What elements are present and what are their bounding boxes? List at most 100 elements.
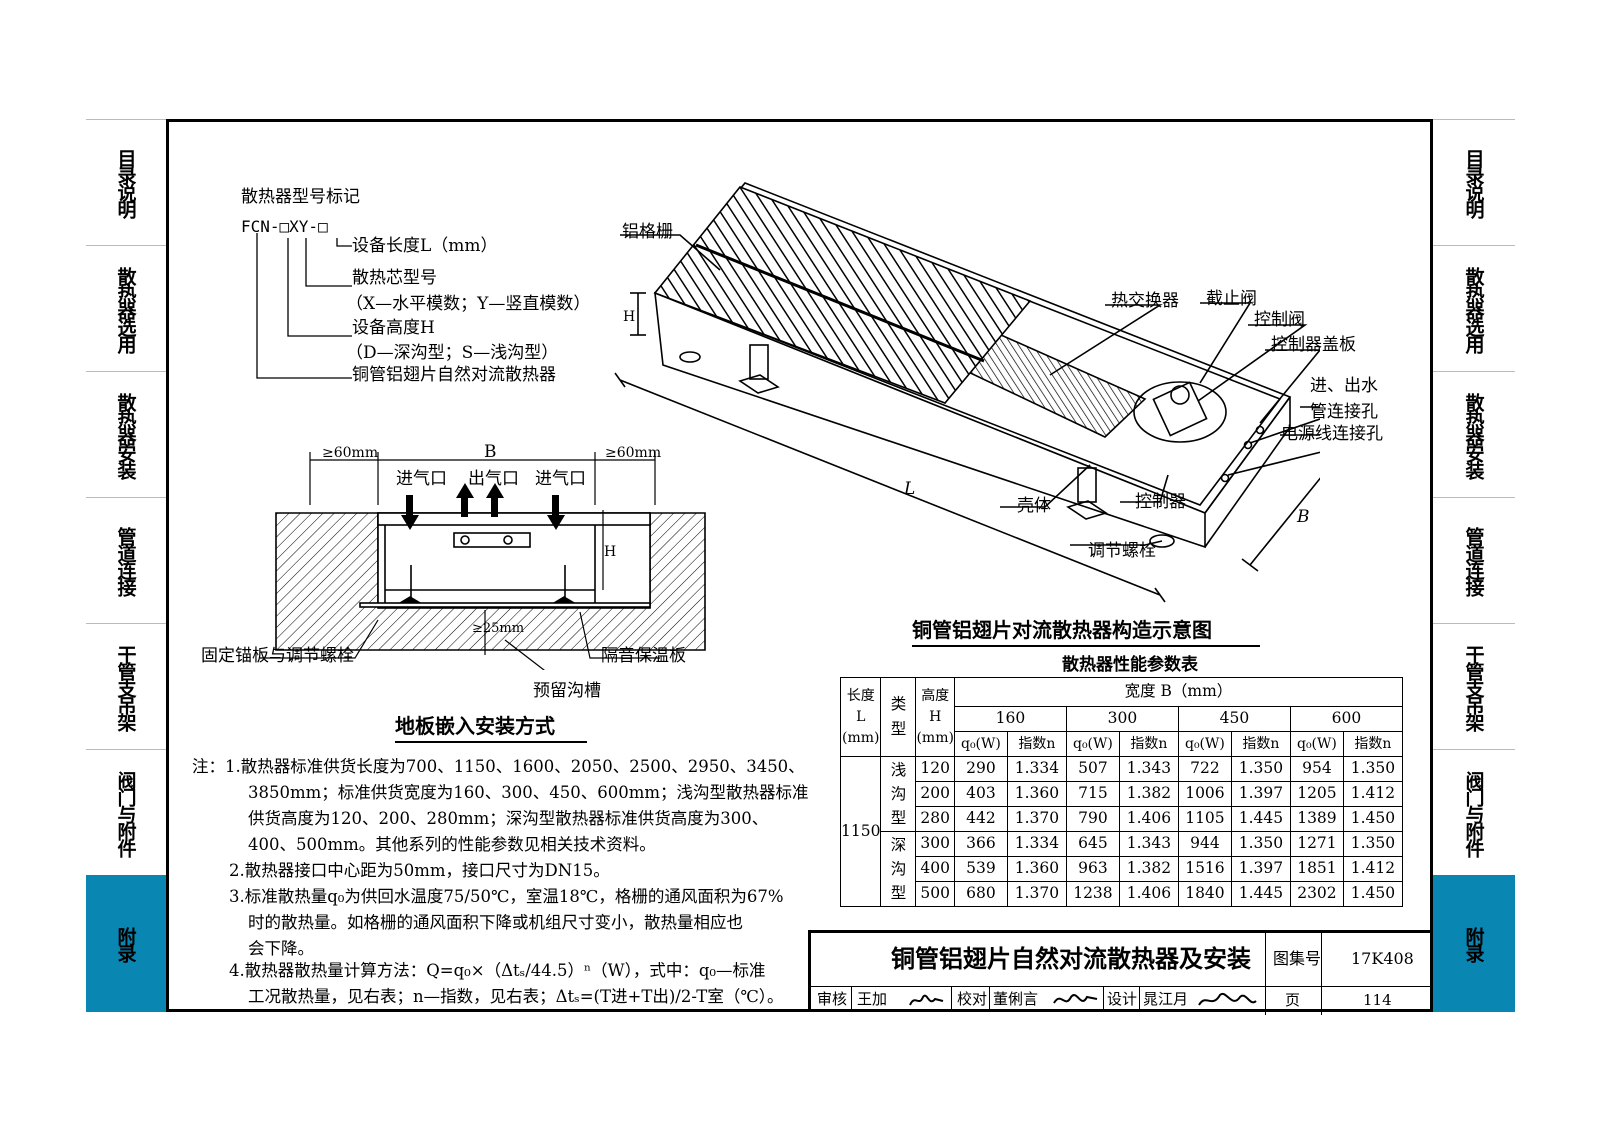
note-line: 2.散热器接口中心距为50mm，接口尺寸为DN15。 <box>229 861 610 880</box>
tab-supports-right[interactable]: 干管支吊架 <box>1433 623 1515 750</box>
right-tab-strip: 目录说明 散热器选用 散热器安装 管道连接 干管支吊架 阀门与附件 附录 <box>1433 119 1515 1012</box>
cell-length: 1150 <box>839 756 882 907</box>
cell-value: 954 <box>1289 756 1344 782</box>
label-power-hole: 电源线连接孔 <box>1281 424 1383 444</box>
note-line: 4.散热器散热量计算方法：Q=q₀×（Δtₛ/44.5）ⁿ（W），式中：q₀—标… <box>229 961 766 980</box>
drawing-title: 铜管铝翅片自然对流散热器及安装 <box>891 945 1251 973</box>
tab-valves[interactable]: 阀门与附件 <box>86 749 166 876</box>
signature-cell-dividers <box>811 987 1265 1012</box>
note-line: 3.标准散热量q₀为供回水温度75/50℃，室温18℃，格栅的通风面积为67% <box>229 887 784 906</box>
label-h-section: H <box>604 544 617 560</box>
cell-height: 120 <box>915 756 955 782</box>
tab-installation-right[interactable]: 散热器安装 <box>1433 371 1515 498</box>
tab-selection[interactable]: 散热器选用 <box>86 245 166 372</box>
cell-value: 1.382 <box>1118 856 1179 882</box>
tab-installation[interactable]: 散热器安装 <box>86 371 166 498</box>
cell-value: 290 <box>953 756 1008 782</box>
check-label: 校对 <box>957 990 988 1008</box>
reviewer-name: 王加 <box>857 990 888 1008</box>
cell-value: 680 <box>953 881 1008 907</box>
tab-piping-right[interactable]: 管道连接 <box>1433 497 1515 624</box>
tab-supports[interactable]: 干管支吊架 <box>86 623 166 750</box>
label-controller: 控制器 <box>1135 492 1186 512</box>
note-line: 会下降。 <box>248 939 314 958</box>
tab-appendix-right[interactable]: 附录 <box>1433 875 1515 1012</box>
title-block-bottom-cells: 审核 王加 校对 董俐言 设计 晁江月 <box>811 987 1265 1012</box>
header-q0: q₀(W) <box>1065 731 1120 757</box>
cell-height: 200 <box>915 781 955 807</box>
cell-height: 500 <box>915 881 955 907</box>
label-l-iso: L <box>904 479 916 499</box>
label-h-iso: H <box>623 309 636 325</box>
header-q0: q₀(W) <box>953 731 1008 757</box>
cell-value: 1.360 <box>1006 781 1067 807</box>
tab-piping[interactable]: 管道连接 <box>86 497 166 624</box>
cell-value: 1.412 <box>1342 781 1403 807</box>
cell-value: 722 <box>1177 756 1232 782</box>
header-type: 类型 <box>880 677 917 757</box>
note-line: 时的散热量。如格栅的通风面积下降或机组尺寸变小，散热量相应也 <box>248 913 743 932</box>
note-line: 注：1.散热器标准供货长度为700、1150、1600、2050、2500、29… <box>192 757 805 776</box>
header-n: 指数n <box>1342 731 1403 757</box>
model-code-line-product: 铜管铝翅片自然对流散热器 <box>352 365 556 385</box>
cell-value: 944 <box>1177 831 1232 857</box>
designer-signature <box>1198 992 1257 1006</box>
note-line: 工况散热量，见右表；n—指数，见右表；Δtₛ=(T进+T出)/2-T室（℃）。 <box>248 987 784 1006</box>
section-caption: 地板嵌入安装方式 <box>395 714 555 738</box>
label-inlet-right: 进气口 <box>535 469 586 489</box>
cell-value: 1.406 <box>1118 881 1179 907</box>
label-controller-cover: 控制器盖板 <box>1271 335 1356 355</box>
cell-value: 442 <box>953 806 1008 832</box>
tab-valves-right[interactable]: 阀门与附件 <box>1433 749 1515 876</box>
cell-value: 1105 <box>1177 806 1232 832</box>
cell-value: 1.350 <box>1230 831 1291 857</box>
cell-value: 963 <box>1065 856 1120 882</box>
label-heat-exchanger: 热交换器 <box>1111 291 1179 311</box>
cell-value: 507 <box>1065 756 1120 782</box>
label-stop-valve: 截止阀 <box>1206 289 1257 309</box>
cell-value: 1840 <box>1177 881 1232 907</box>
label-anchor: 固定锚板与调节螺栓 <box>201 646 354 666</box>
label-adjust-bolt: 调节螺栓 <box>1088 541 1156 561</box>
label-inlet-left: 进气口 <box>396 469 447 489</box>
tab-selection-right[interactable]: 散热器选用 <box>1433 245 1515 372</box>
header-width-160: 160 <box>953 706 1067 732</box>
drawing-frame <box>166 119 1433 1012</box>
cell-value: 1.370 <box>1006 881 1067 907</box>
table-title: 散热器性能参数表 <box>1062 655 1198 675</box>
cell-value: 1.406 <box>1118 806 1179 832</box>
cell-value: 1.350 <box>1230 756 1291 782</box>
tab-catalog-right[interactable]: 目录说明 <box>1433 119 1515 246</box>
checker-signature <box>1053 994 1098 1004</box>
cell-value: 539 <box>953 856 1008 882</box>
label-outlet: 出气口 <box>468 469 519 489</box>
floor-section-drawing <box>260 452 706 670</box>
model-code-line-height: 设备高度H <box>352 318 435 338</box>
header-q0: q₀(W) <box>1289 731 1344 757</box>
model-code: FCN-□XY-□ <box>241 217 328 236</box>
label-gap-left: ≥60mm <box>322 445 379 461</box>
cell-height: 300 <box>915 831 955 857</box>
note-line: 400、500mm。其他系列的性能参数见相关技术资料。 <box>248 835 656 854</box>
left-tab-strip: 目录说明 散热器选用 散热器安装 管道连接 干管支吊架 阀门与附件 附录 <box>86 119 166 1012</box>
title-block-col-divider <box>1265 933 1266 1015</box>
cell-value: 1.370 <box>1006 806 1067 832</box>
isometric-radiator-drawing <box>614 182 1320 603</box>
designer-name: 晁江月 <box>1143 990 1189 1008</box>
header-width-600: 600 <box>1289 706 1403 732</box>
tab-catalog[interactable]: 目录说明 <box>86 119 166 246</box>
title-block: 铜管铝翅片自然对流散热器及安装 图集号 17K408 审核 王加 校对 董俐言 … <box>808 930 1433 1015</box>
reviewer-signature <box>909 994 944 1006</box>
header-width-450: 450 <box>1177 706 1291 732</box>
label-gap-bottom: ≥25mm <box>472 621 525 636</box>
page-number: 114 <box>1363 991 1392 1009</box>
label-trench: 预留沟槽 <box>533 681 601 701</box>
cell-value: 1.334 <box>1006 831 1067 857</box>
note-line: 3850mm；标准供货宽度为160、300、450、600mm；浅沟型散热器标准 <box>248 783 809 802</box>
cell-value: 1.382 <box>1118 781 1179 807</box>
cell-value: 403 <box>953 781 1008 807</box>
tab-appendix[interactable]: 附录 <box>86 875 166 1012</box>
